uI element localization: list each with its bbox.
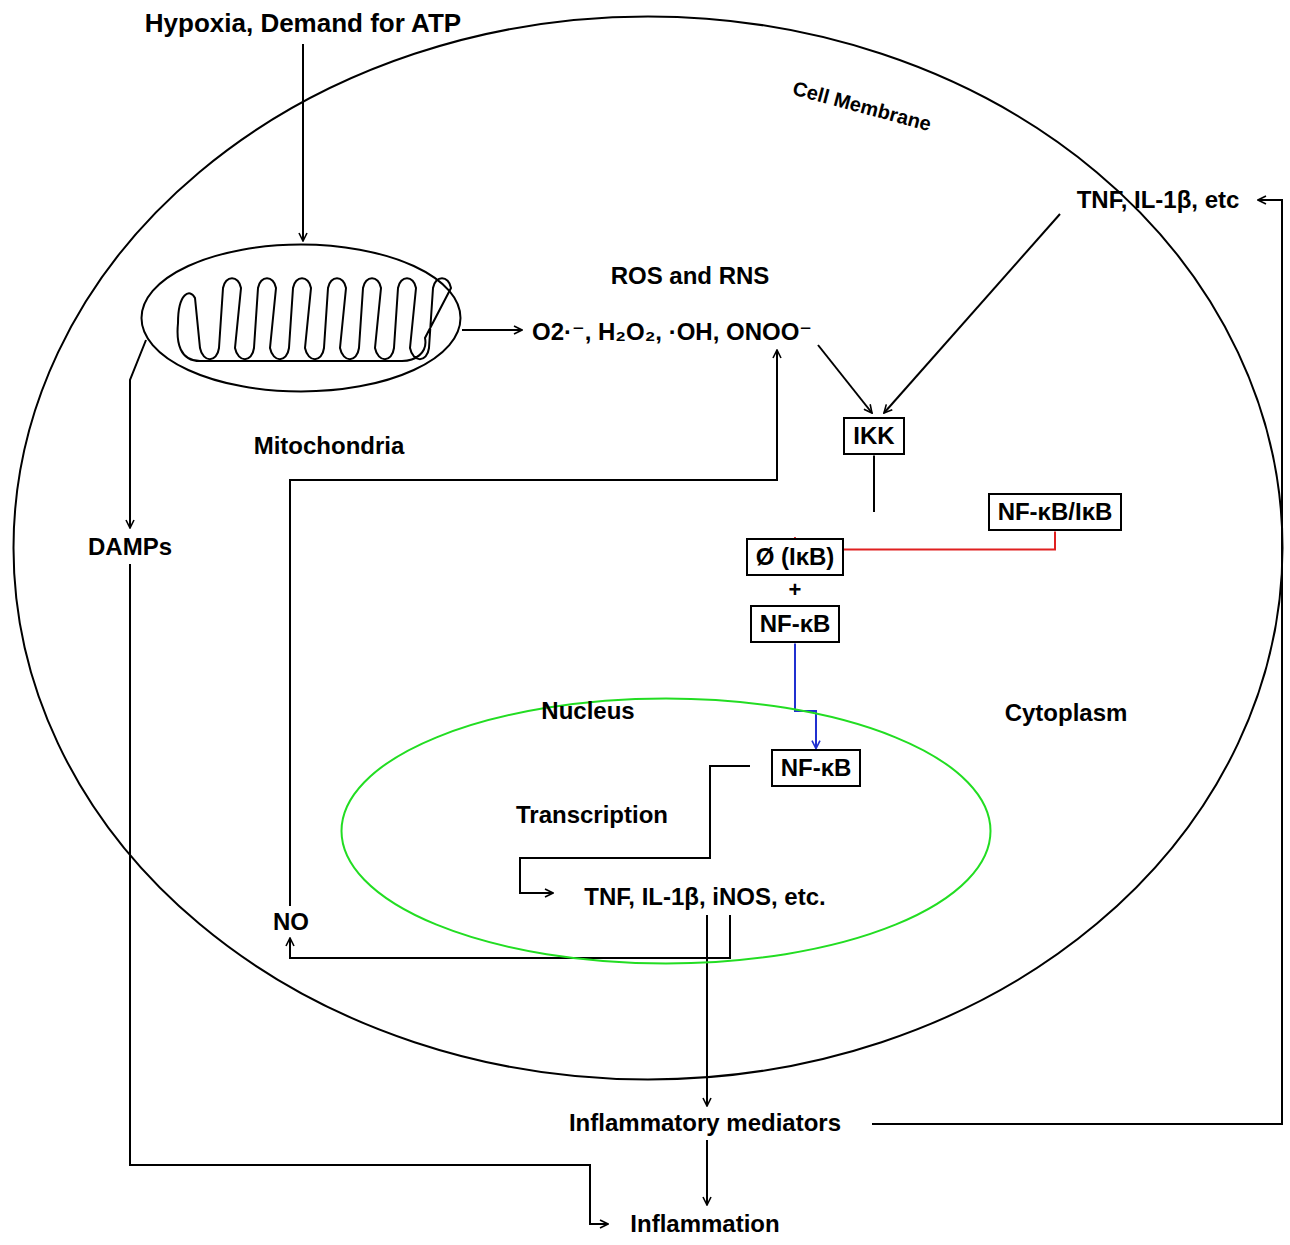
complex-box: NF-κB/IκB [988, 493, 1123, 532]
ikk-join-line [873, 455, 875, 512]
nfkb-box: NF-κB [750, 605, 841, 644]
transcription-arrow [520, 766, 750, 893]
mitochondrion: Mitochondria [140, 243, 462, 393]
nucleus-outline [340, 697, 992, 965]
box-text: IKK [853, 422, 894, 449]
cell-membrane: Cell MembraneMitochondriaIKKNF-κB/IκBØ (… [12, 15, 1284, 1081]
inflammation-label: Inflammation [630, 1210, 779, 1239]
no-label: NO [273, 908, 309, 937]
box-text: Ø (IκB) [756, 543, 835, 570]
box-text: NF-κB/IκB [998, 498, 1113, 525]
damps-label: DAMPs [88, 533, 172, 562]
cell-membrane-outline [12, 15, 1284, 1081]
nfkb-nuclear-box: NF-κB [771, 749, 862, 788]
box-text: NF-κB [781, 754, 852, 781]
feedback-arrow [872, 200, 1282, 1124]
ros-heading: ROS and RNS [611, 262, 770, 291]
ikk-box: IKK [843, 417, 904, 456]
hypoxia-arrow [302, 44, 304, 241]
stimulus-label: Hypoxia, Demand for ATP [145, 8, 461, 39]
mediators-label: Inflammatory mediators [569, 1109, 841, 1138]
shape-label: Cell Membrane [790, 76, 934, 136]
tnf-ikk-arrow [884, 214, 1060, 413]
cytokine-label: TNF, IL-1β, etc [1077, 186, 1240, 215]
mito-damps-arrow [130, 340, 146, 528]
gene-products: TNF, IL-1β, iNOS, etc. [584, 883, 825, 912]
ros-ikk-arrow [818, 345, 872, 413]
ikb-box: Ø (IκB) [746, 538, 845, 577]
mito-ros-arrow [462, 329, 522, 331]
inflammation-arrow [706, 1140, 708, 1205]
compartment-label: Cytoplasm [1005, 699, 1128, 728]
box-text: NF-κB [760, 610, 831, 637]
process-label: Transcription [516, 801, 668, 830]
damps-inflammation-arrow [130, 564, 608, 1224]
connector-arrow [795, 643, 816, 748]
plus-sign: + [789, 577, 802, 603]
ros-species: O2·⁻, H₂O₂, ·OH, ONOO⁻ [532, 318, 812, 347]
shape-label: Nucleus [541, 697, 634, 726]
shape-label: Mitochondria [254, 432, 405, 461]
mitochondrion-outline [140, 243, 462, 393]
inos-no-line [290, 915, 730, 958]
nucleus: NucleusNF-κB [340, 697, 992, 965]
